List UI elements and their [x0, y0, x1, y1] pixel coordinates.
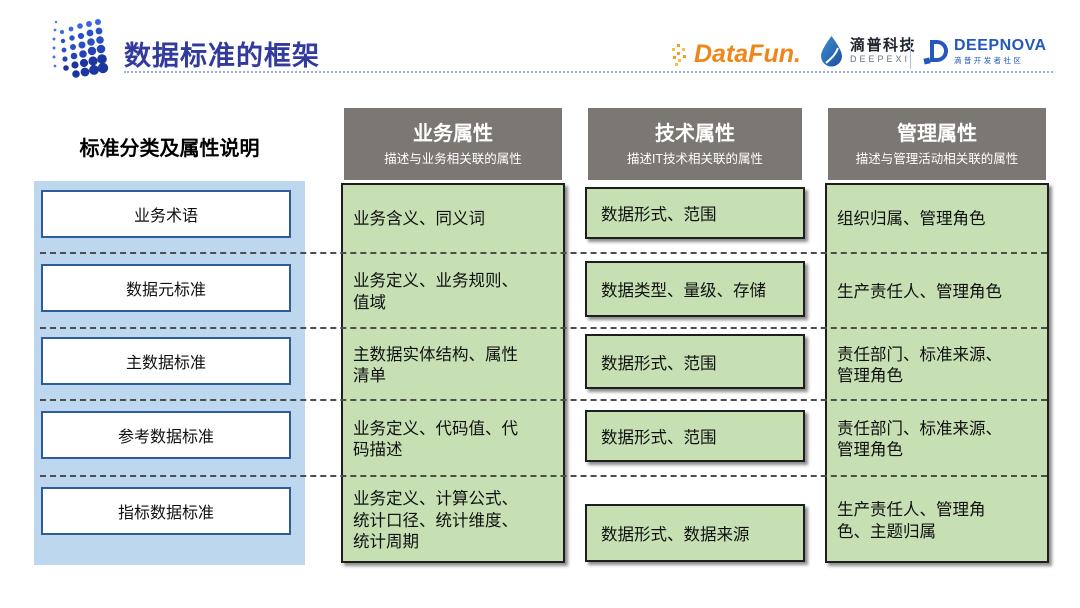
logo-divider	[910, 38, 911, 69]
page-title: 数据标准的框架	[124, 41, 320, 71]
cell-management-row5: 生产责任人、管理角 色、主题归属	[837, 501, 986, 541]
deepexi-logo: 滴普科技 DEEPEXI	[818, 35, 916, 69]
cell-business-row5: 业务定义、计算公式、 统计口径、统计维度、 统计周期	[353, 490, 518, 552]
deepexi-droplet-icon	[821, 36, 842, 67]
title-dotted-rule	[124, 71, 1053, 73]
column-header-technical-attributes: 技术属性 描述IT技术相关联的属性	[588, 108, 802, 180]
cell-technical-row5: 数据形式、数据来源	[585, 504, 805, 562]
column-subtitle: 描述与管理活动相关联的属性	[855, 151, 1019, 166]
deepnova-d-icon	[923, 40, 948, 65]
left-panel-heading: 标准分类及属性说明	[79, 138, 260, 160]
column-subtitle: 描述与业务相关联的属性	[384, 151, 522, 166]
management-attributes-column: 组织归属、管理角色 生产责任人、管理角色 责任部门、标准来源、 管理角色 责任部…	[825, 183, 1049, 563]
cell-technical-row2: 数据类型、量级、存储	[585, 261, 805, 317]
column-header-management-attributes: 管理属性 描述与管理活动相关联的属性	[828, 108, 1046, 180]
datafun-pixels-icon	[672, 44, 686, 66]
column-title: 业务属性	[413, 122, 493, 145]
row-separator	[40, 399, 1047, 401]
deepnova-subtitle: 滴普开发者社区	[954, 55, 1024, 65]
datafun-wordmark: DataFun.	[694, 39, 801, 68]
row-separator	[40, 252, 1047, 254]
cell-business-row4: 业务定义、代码值、代 码描述	[353, 419, 518, 459]
cell-technical-row4: 数据形式、范围	[585, 410, 805, 462]
datafun-logo: DataFun.	[672, 36, 801, 72]
term-box-master-data-standard: 主数据标准	[41, 337, 291, 385]
cell-management-row2: 生产责任人、管理角色	[837, 282, 1002, 301]
cell-management-row4: 责任部门、标准来源、 管理角色	[837, 419, 1002, 459]
deepnova-logo: DEEPNOVA 滴普开发者社区	[922, 36, 1047, 68]
cell-business-row1: 业务含义、同义词	[353, 210, 485, 229]
column-subtitle: 描述IT技术相关联的属性	[626, 151, 764, 166]
term-box-business-term: 业务术语	[41, 190, 291, 238]
column-header-business-attributes: 业务属性 描述与业务相关联的属性	[344, 108, 562, 180]
deepexi-name-cn: 滴普科技	[850, 36, 917, 54]
row-separator	[40, 327, 1047, 329]
term-box-data-element-standard: 数据元标准	[41, 264, 291, 312]
cell-technical-row3: 数据形式、范围	[585, 334, 805, 389]
cell-management-row3: 责任部门、标准来源、 管理角色	[837, 345, 1002, 385]
dot-cube-logo-icon	[52, 19, 109, 78]
cell-business-row3: 主数据实体结构、属性 清单	[353, 345, 518, 385]
cell-management-row1: 组织归属、管理角色	[837, 210, 986, 229]
term-box-indicator-data-standard: 指标数据标准	[41, 487, 291, 535]
column-title: 技术属性	[655, 122, 735, 145]
standard-category-panel: 业务术语 数据元标准 主数据标准 参考数据标准 指标数据标准	[34, 181, 305, 565]
deepnova-wordmark: DEEPNOVA	[954, 36, 1047, 54]
business-attributes-column: 业务含义、同义词 业务定义、业务规则、 值域 主数据实体结构、属性 清单 业务定…	[341, 183, 565, 563]
deepexi-name-en: DEEPEXI	[850, 54, 911, 65]
cell-technical-row1: 数据形式、范围	[585, 187, 805, 239]
column-title: 管理属性	[897, 122, 977, 145]
term-box-reference-data-standard: 参考数据标准	[41, 411, 291, 459]
cell-business-row2: 业务定义、业务规则、 值域	[353, 272, 518, 312]
row-separator	[40, 475, 1047, 477]
